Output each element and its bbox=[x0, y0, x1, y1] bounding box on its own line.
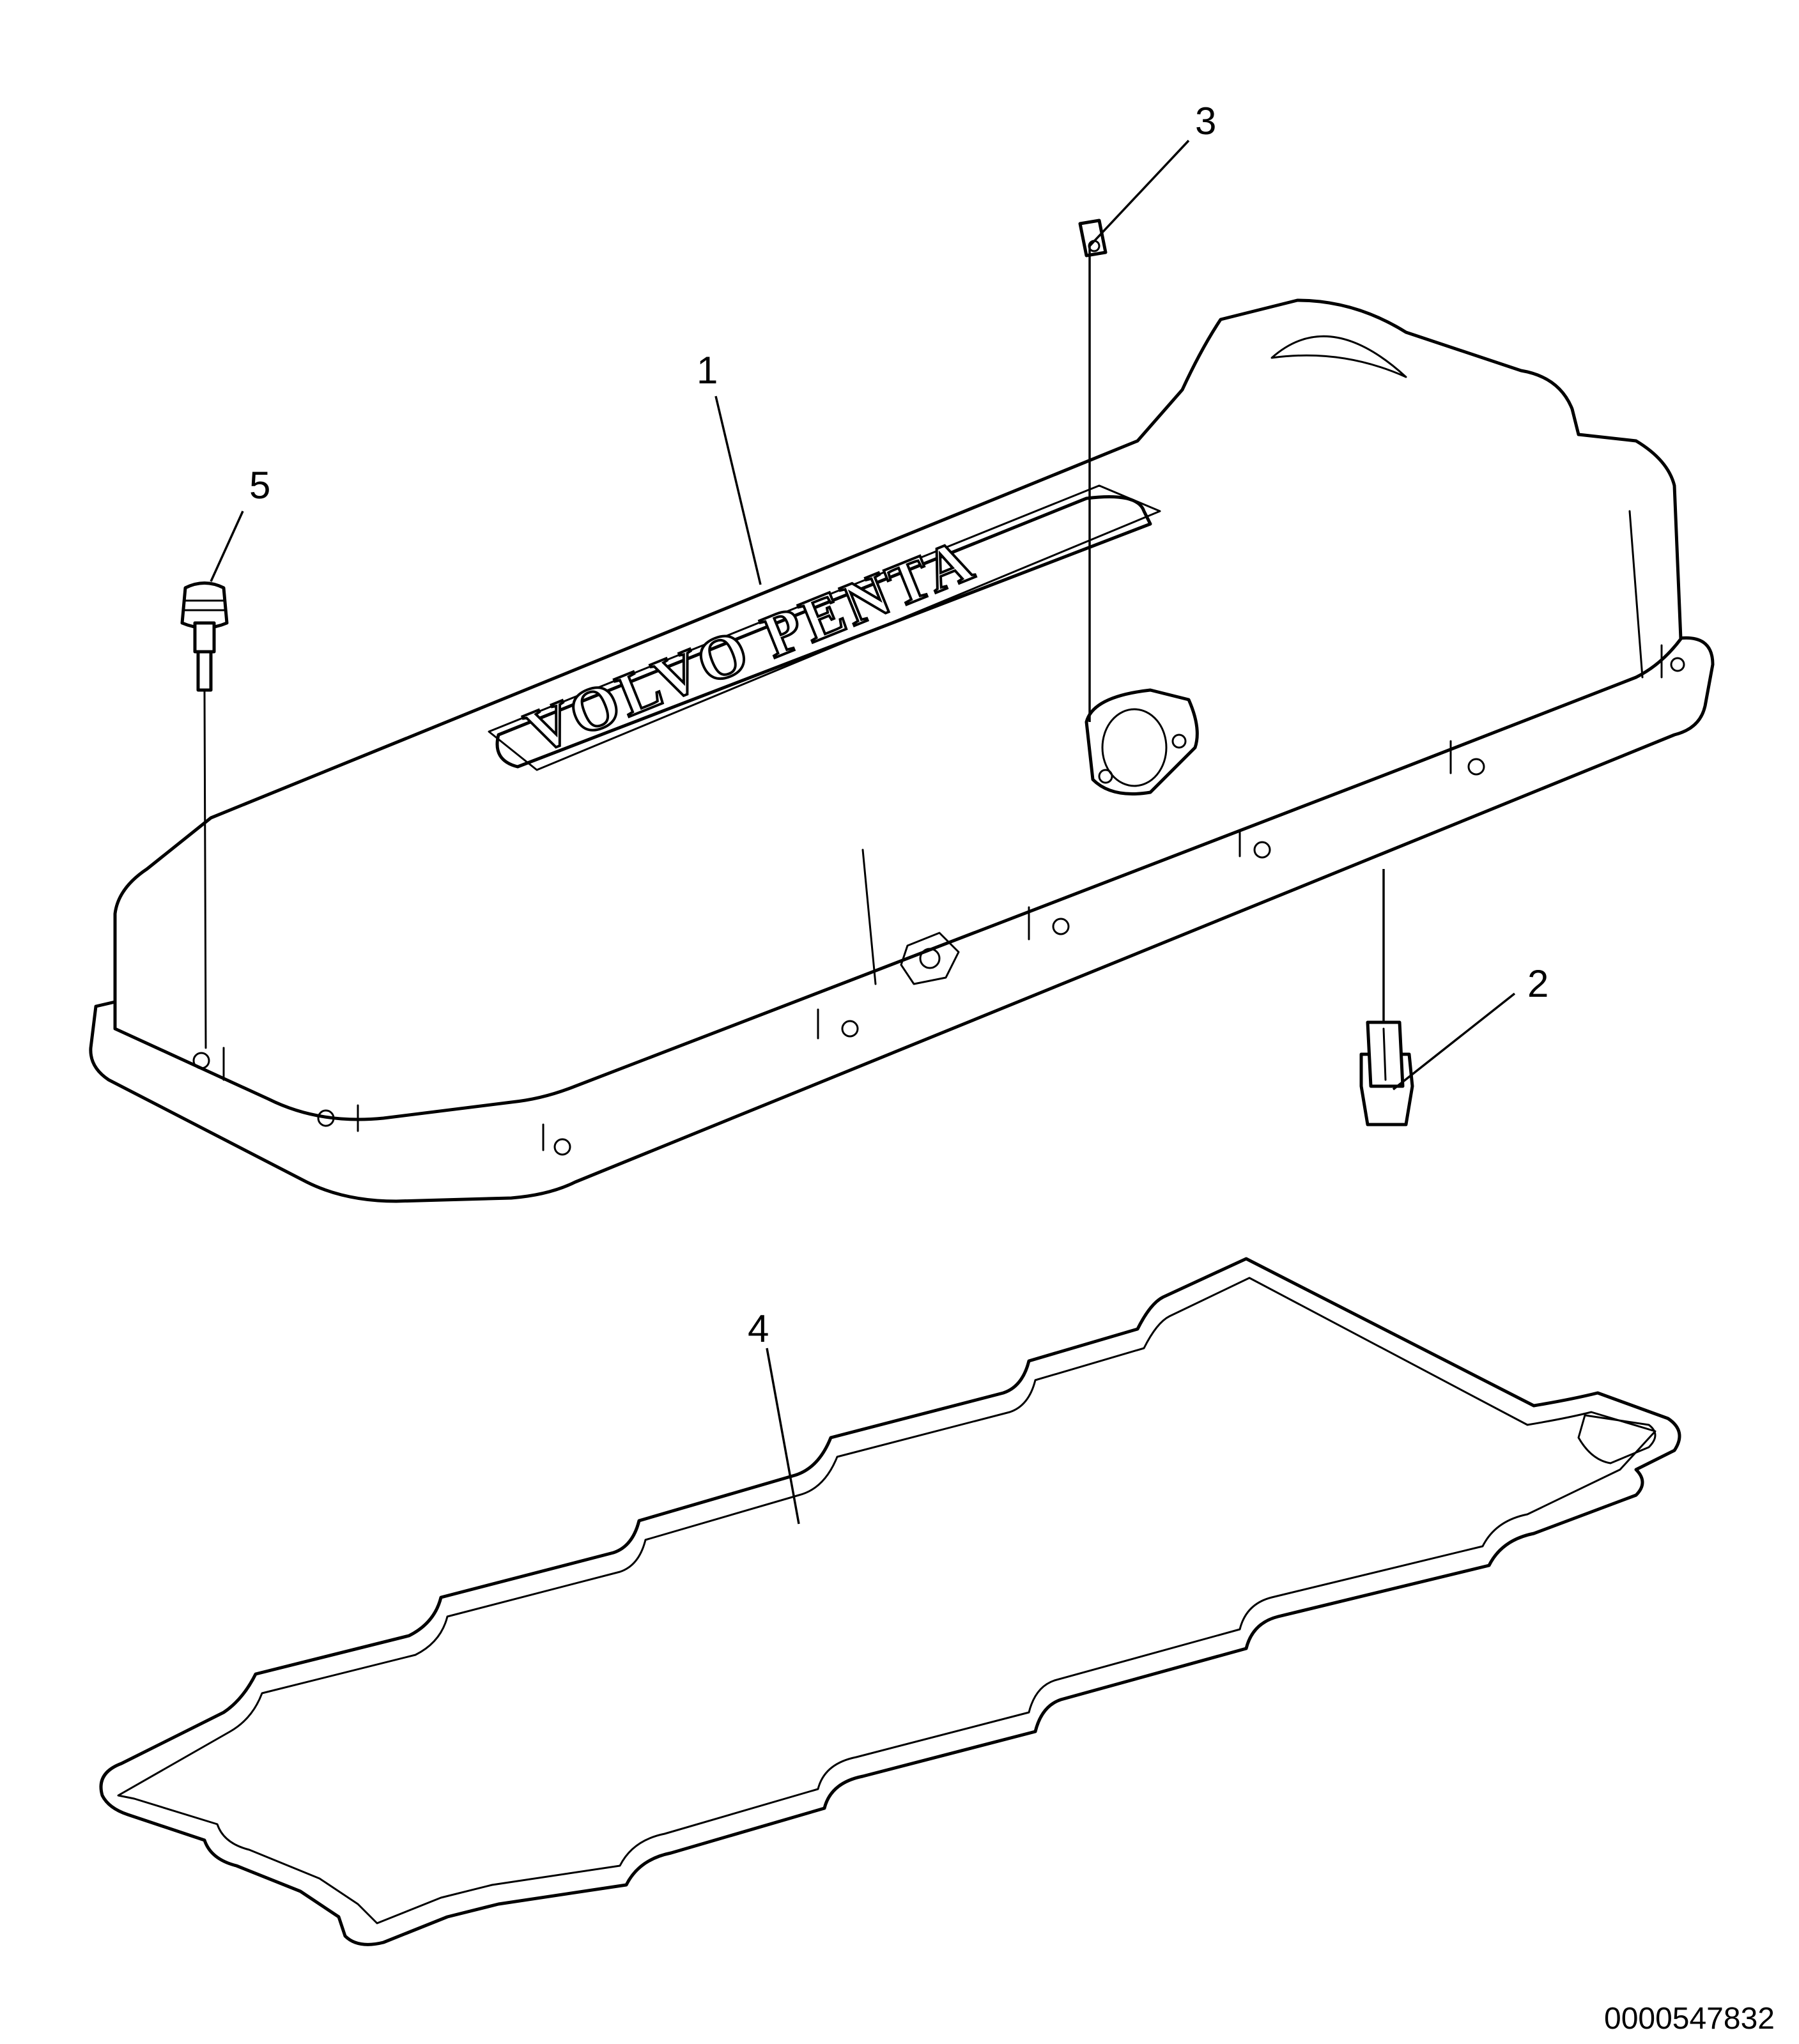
gasket-inner bbox=[117, 1277, 1656, 1925]
leader-3 bbox=[1088, 139, 1190, 247]
breather-hex bbox=[900, 932, 960, 985]
callout-2: 2 bbox=[1527, 962, 1548, 1005]
valve-cover-right-edge bbox=[1628, 510, 1644, 679]
callout-1: 1 bbox=[697, 349, 718, 392]
callout-5: 5 bbox=[249, 464, 270, 507]
valve-cover-dome-slot bbox=[1270, 335, 1407, 378]
filler-boss bbox=[1085, 688, 1199, 795]
callout-4: 4 bbox=[748, 1307, 769, 1350]
valve-cover-ridge bbox=[210, 388, 1184, 819]
clip-small bbox=[1078, 219, 1108, 257]
gasket-pocket bbox=[1577, 1414, 1656, 1464]
valve-cover: VOLVO PENTA bbox=[89, 298, 1715, 1203]
valve-cover-body bbox=[113, 298, 1683, 1121]
emboss-plate-frame bbox=[488, 484, 1161, 771]
leader-4 bbox=[766, 1348, 800, 1525]
bolt-bosses bbox=[192, 644, 1685, 1156]
clip bbox=[1359, 1020, 1414, 1126]
leader-5 bbox=[210, 511, 244, 582]
stud-bolt bbox=[180, 581, 229, 1049]
figure-id: 0000547832 bbox=[1604, 2002, 1775, 2036]
gasket bbox=[99, 1257, 1681, 1946]
emboss-plate bbox=[495, 495, 1152, 769]
leader-1 bbox=[714, 396, 762, 585]
callout-3: 3 bbox=[1195, 100, 1216, 142]
gasket-outer bbox=[99, 1257, 1681, 1946]
leader-2 bbox=[1392, 992, 1516, 1091]
